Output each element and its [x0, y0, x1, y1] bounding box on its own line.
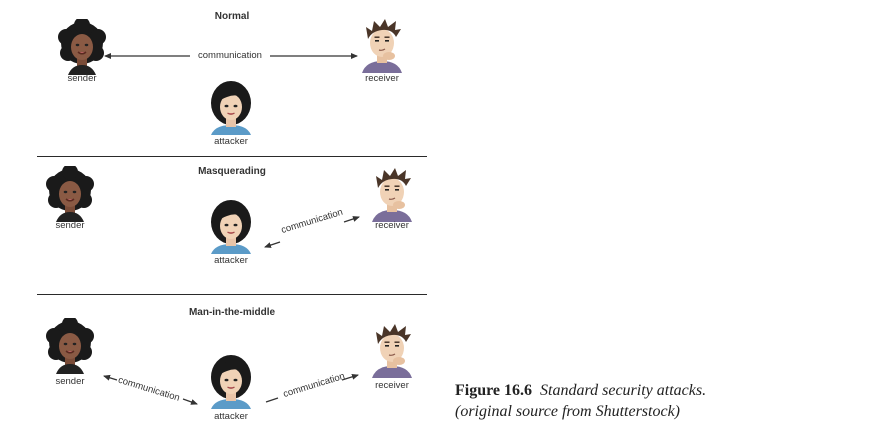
normal-attacker-label: attacker: [214, 136, 248, 147]
attacker-avatar-icon: [210, 354, 252, 409]
panel-divider: [37, 156, 427, 157]
attacker-avatar-icon: [210, 199, 252, 254]
masq-receiver-label: receiver: [375, 220, 409, 231]
panel-title-normal: Normal: [214, 11, 250, 22]
mitm-attacker-label: attacker: [214, 411, 248, 422]
masq-attacker-label: attacker: [214, 255, 248, 266]
mitm-left-arrow-end: [182, 398, 198, 405]
mitm-sender-label: sender: [55, 376, 85, 387]
mitm-receiver-label: receiver: [375, 380, 409, 391]
normal-sender-label: sender: [67, 73, 97, 84]
figure-label: Figure 16.6: [455, 382, 533, 399]
mitm-right-arrow-end: [341, 373, 359, 381]
receiver-avatar-icon: [371, 167, 413, 222]
normal-communication-label: communication: [196, 50, 264, 61]
panel-title-masquerading: Masquerading: [198, 166, 266, 177]
mitm-right-arrow-start: [265, 397, 279, 403]
mitm-left-arrow-start: [103, 374, 118, 381]
sender-avatar-icon: [46, 318, 94, 374]
attacker-avatar-icon: [210, 80, 252, 135]
receiver-avatar-icon: [371, 323, 413, 378]
receiver-avatar-icon: [361, 18, 403, 73]
panel-title-mitm: Man-in-the-middle: [188, 307, 276, 318]
figure-title: Standard security attacks.: [540, 382, 707, 399]
masq-link-arrow-right: [343, 216, 360, 223]
sender-avatar-icon: [46, 166, 94, 222]
sender-avatar-icon: [58, 19, 106, 75]
panel-divider: [37, 294, 427, 295]
masq-link-arrow-left: [264, 241, 281, 248]
normal-receiver-label: receiver: [365, 73, 399, 84]
masq-sender-label: sender: [55, 220, 85, 231]
figure-caption: Figure 16.6 Standard security attacks. (…: [455, 380, 706, 422]
figure-source: (original source from Shutterstock): [455, 403, 681, 420]
